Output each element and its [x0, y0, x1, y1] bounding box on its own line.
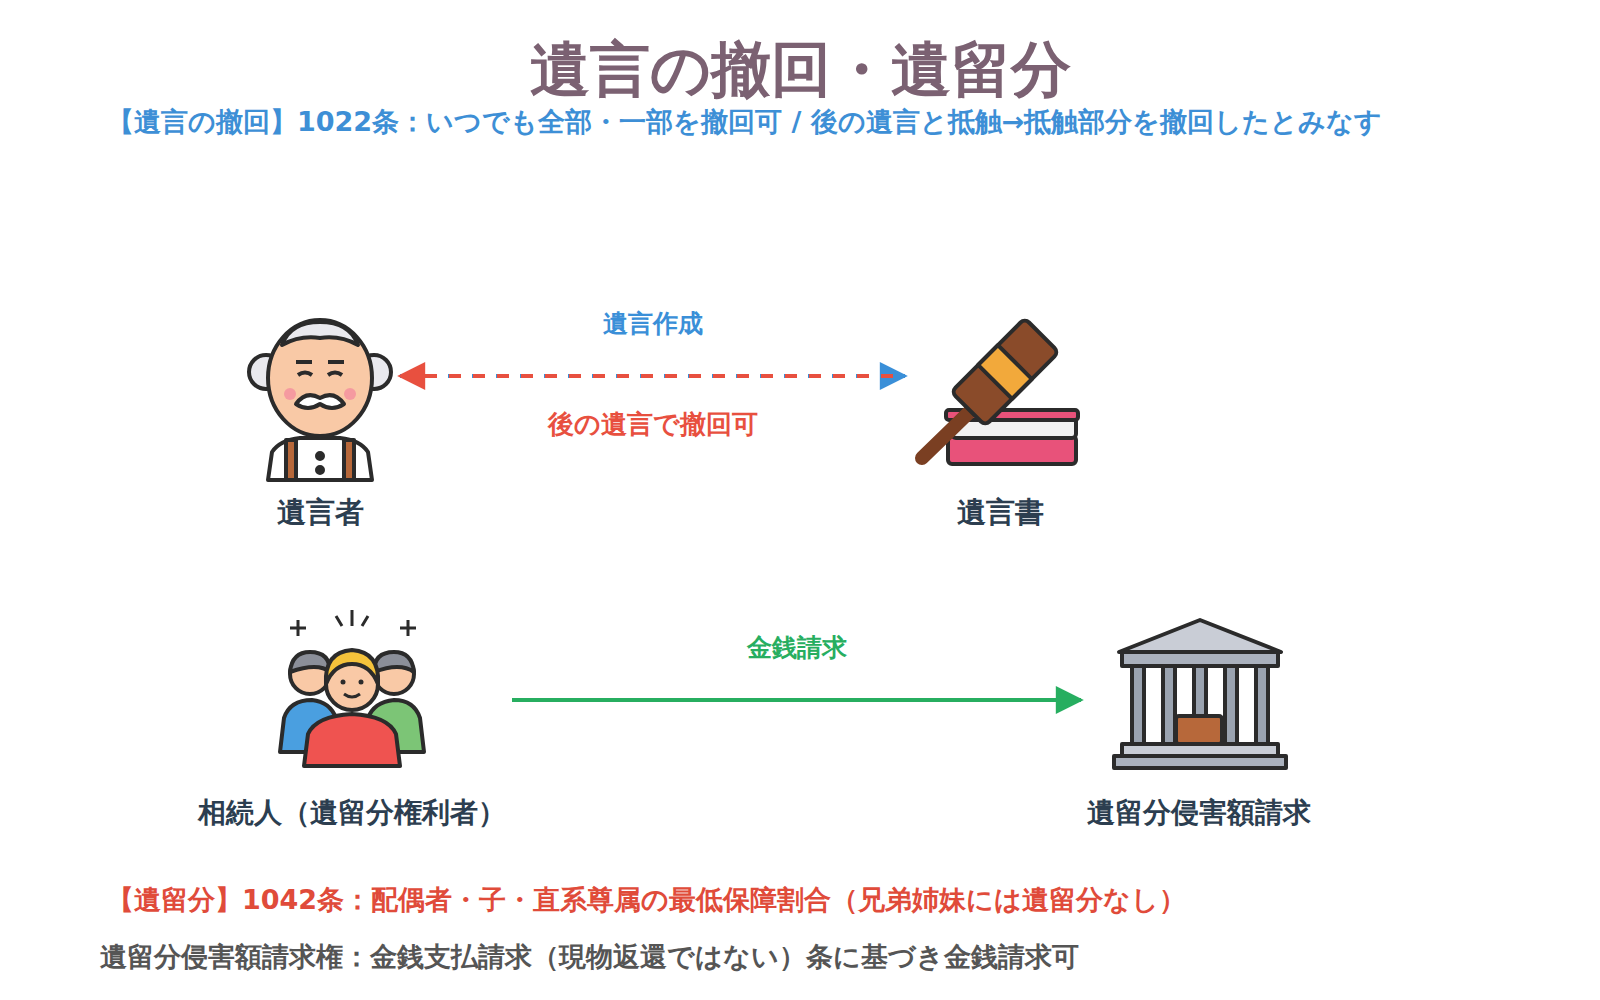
mustache [296, 395, 344, 408]
connector-label: 遺言作成 [603, 309, 703, 339]
eye [328, 373, 342, 376]
icon-node: 相続人（遺留分権利者） [192, 605, 512, 831]
brow [296, 360, 312, 364]
note-text: 【遺留分】1042条：配偶者・子・直系尊属の最低保障割合（兄弟姉妹には遺留分なし… [107, 882, 1186, 918]
gavel-icon [922, 318, 1078, 464]
sparkle [290, 620, 306, 636]
connector-label: 後の遺言で撤回可 [548, 409, 758, 439]
eye [298, 373, 312, 376]
gavel-head [951, 318, 1058, 425]
column [1163, 666, 1175, 744]
icon-node: 遺言者 [240, 310, 400, 530]
pediment [1119, 620, 1281, 652]
base [1114, 756, 1286, 768]
node-label: 遺言者 [277, 494, 364, 530]
arrow-connector [512, 698, 1081, 702]
node-label: 遺言書 [957, 494, 1044, 530]
column [1132, 666, 1144, 744]
old-man-icon [249, 320, 391, 480]
suspender [344, 440, 354, 480]
icon-node: 遺留分侵害額請求 [1081, 605, 1317, 831]
arrow-connector [400, 374, 905, 378]
node-label: 遺留分侵害額請求 [1087, 795, 1311, 831]
sparkle [400, 620, 416, 636]
person-hair [290, 652, 330, 672]
eye [359, 680, 364, 685]
person-hair [326, 650, 378, 684]
person-body [304, 714, 400, 766]
button [317, 453, 323, 459]
icon-node: 遺言書 [905, 310, 1095, 530]
connector-label: 金銭請求 [747, 633, 847, 663]
brow [328, 360, 344, 364]
person-hair [374, 652, 414, 672]
hair-top [282, 322, 358, 345]
note-text: 遺留分侵害額請求権：金銭支払請求（現物返還ではない）条に基づき金銭請求可 [100, 939, 1079, 975]
people-icon [280, 610, 424, 766]
node-label: 相続人（遺留分権利者） [198, 795, 506, 831]
shirt [268, 438, 372, 480]
note-text: 【遺言の撤回】1022条：いつでも全部・一部を撤回可 / 後の遺言と抵触→抵触部… [107, 104, 1382, 140]
suspender [286, 440, 296, 480]
head [268, 320, 372, 436]
courthouse-icon [1114, 620, 1286, 768]
gavel-body [951, 318, 1058, 425]
beam [1122, 652, 1278, 666]
gavel-band [978, 345, 1032, 399]
cheek [344, 388, 356, 400]
diagram-title: 遺言の撤回・遺留分 [0, 30, 1600, 108]
book [948, 436, 1076, 464]
column [1256, 666, 1268, 744]
column [1225, 666, 1237, 744]
smile [344, 694, 360, 697]
sparkle [336, 610, 368, 626]
cheek [284, 388, 296, 400]
arrow-connector [400, 374, 905, 378]
gavel-block [1176, 716, 1222, 744]
eye [341, 680, 346, 685]
button [317, 467, 323, 473]
